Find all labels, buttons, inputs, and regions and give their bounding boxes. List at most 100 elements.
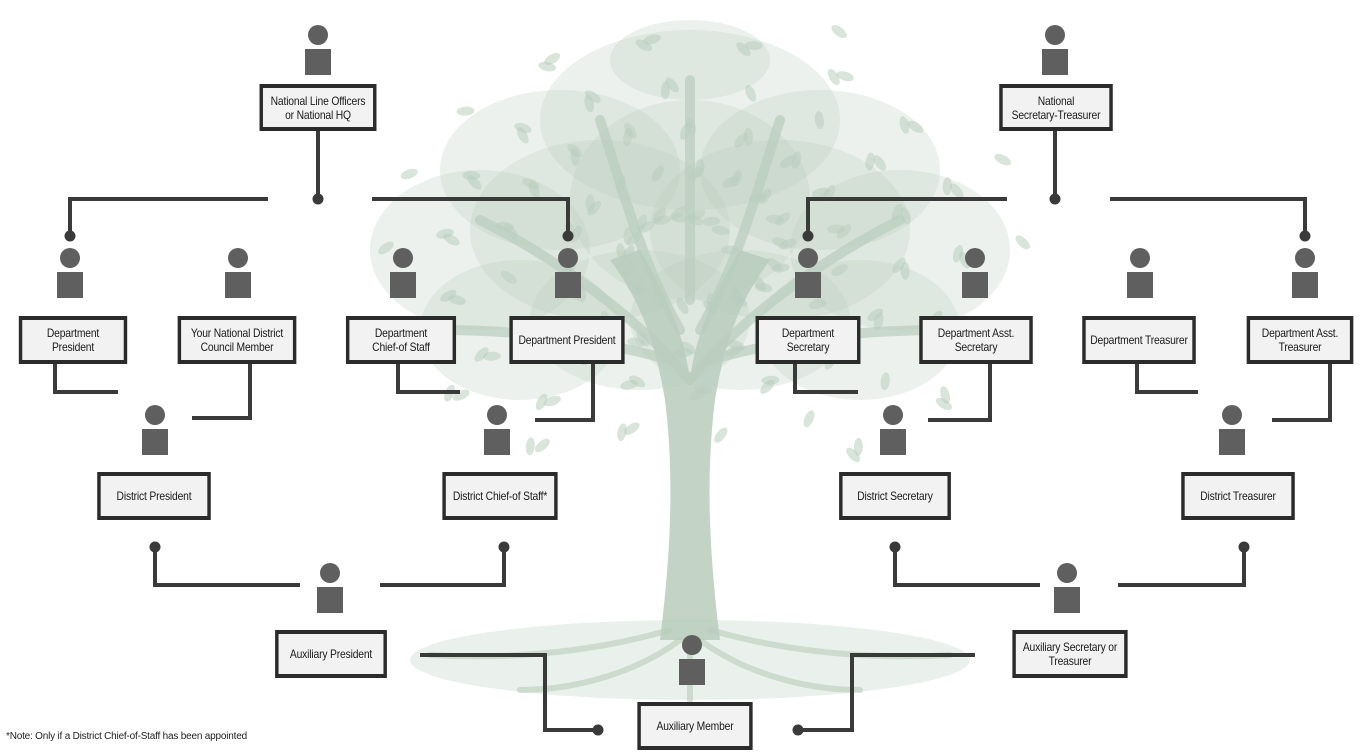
- person-icon-head-2: [60, 248, 80, 268]
- tree-leaf-65: [702, 216, 721, 226]
- tree-leaf-15: [643, 34, 661, 45]
- tree-leaf-31: [836, 71, 854, 82]
- tree-leaf-44: [743, 127, 753, 146]
- tree-leaf-74: [676, 297, 689, 314]
- tree-leaf-5: [873, 155, 887, 171]
- tree-leaf-149: [811, 187, 830, 198]
- person-icon-body-7: [962, 272, 988, 298]
- connector-line-18: [420, 653, 598, 732]
- tree-canopy-6: [650, 140, 910, 320]
- person-icon-body-5: [555, 272, 581, 298]
- box-department-president-left: Department President: [18, 316, 128, 364]
- connector-line-7: [192, 354, 252, 420]
- box-district-president: District President: [97, 472, 211, 520]
- tree-leaf-88: [456, 106, 475, 116]
- connector-line-16: [893, 547, 1040, 587]
- tree-leaf-134: [761, 375, 780, 385]
- tree-leaf-131: [766, 258, 783, 272]
- tree-leaf-133: [734, 132, 748, 148]
- tree-leaf-87: [714, 427, 728, 443]
- connector-line-17: [1118, 547, 1246, 587]
- connector-line-8: [396, 354, 460, 394]
- tree-leaf-154: [831, 25, 847, 39]
- connector-line-5: [1110, 197, 1307, 236]
- tree-leaf-112: [736, 42, 751, 57]
- person-icon-head-4: [393, 248, 413, 268]
- tree-leaf-85: [501, 271, 517, 284]
- connector-line-15: [380, 547, 506, 587]
- tree-leaf-94: [865, 152, 875, 171]
- tree-leaf-47: [949, 183, 964, 199]
- connector-dot-17: [1238, 541, 1250, 553]
- person-icon-body-14: [317, 587, 343, 613]
- person-icon: [484, 405, 510, 455]
- box-national-line-officers: National Line Officers or National HQ: [259, 84, 377, 131]
- tree-leaf-72: [378, 241, 394, 255]
- connector-dot-0: [312, 193, 324, 205]
- tree-leaf-101: [528, 181, 540, 199]
- connector-line-4: [806, 197, 1007, 236]
- tree-leaf-120: [827, 68, 840, 86]
- tree-leaf-119: [448, 295, 466, 305]
- tree-leaf-110: [892, 257, 906, 273]
- person-icon-head-12: [883, 405, 903, 425]
- tree-leaf-113: [853, 437, 863, 456]
- tree-leaf-118: [867, 308, 884, 322]
- tree-leaf-141: [779, 155, 796, 168]
- person-icon-head-8: [1130, 248, 1150, 268]
- tree-leaf-137: [534, 438, 550, 453]
- person-icon-head-9: [1295, 248, 1315, 268]
- box-department-secretary: Department Secretary: [755, 316, 861, 364]
- box-department-chief-of-staff: Department Chief-of Staff: [345, 316, 457, 364]
- connector-dot-4: [802, 230, 814, 242]
- tree-leaf-62: [584, 90, 601, 103]
- person-icon-body-13: [1219, 429, 1245, 455]
- connector-line-2: [372, 197, 570, 236]
- tree-leaf-144: [952, 245, 964, 263]
- tree-leaf-80: [400, 168, 418, 180]
- person-icon: [1292, 248, 1318, 298]
- connector-dot-14: [149, 541, 161, 553]
- box-district-secretary: District Secretary: [839, 472, 951, 520]
- person-icon-head-1: [1045, 25, 1065, 45]
- box-department-asst-treasurer: Department Asst. Treasurer: [1246, 316, 1354, 364]
- tree-leaf-22: [474, 347, 489, 362]
- person-icon-body-0: [305, 49, 331, 75]
- tree-canopy-2: [700, 90, 940, 250]
- tree-leaf-104: [635, 39, 653, 52]
- tree-leaf-6: [617, 423, 627, 442]
- tree-leaf-70: [665, 77, 679, 93]
- person-icon-body-2: [57, 272, 83, 298]
- tree-leaf-136: [942, 177, 952, 196]
- tree-branch-2: [595, 115, 685, 335]
- box-auxiliary-member: Auxiliary Member: [637, 702, 753, 750]
- tree-leaf-48: [525, 437, 535, 456]
- tree-leaf-127: [443, 233, 460, 246]
- person-icon: [880, 405, 906, 455]
- person-icon-body-16: [679, 659, 705, 685]
- connector-dot-2: [562, 230, 574, 242]
- person-icon-head-0: [308, 25, 328, 45]
- tree-root-2: [517, 637, 683, 693]
- tree-leaf-16: [935, 397, 952, 411]
- box-department-treasurer: Department Treasurer: [1082, 316, 1196, 364]
- connector-lines: [49, 131, 1336, 736]
- tree-leaf-7: [544, 52, 561, 66]
- tree-leaf-14: [535, 393, 548, 411]
- person-icon-body-3: [225, 272, 251, 298]
- person-icon-head-7: [965, 248, 985, 268]
- person-icon-body-6: [795, 272, 821, 298]
- person-icon-body-9: [1292, 272, 1318, 298]
- box-auxiliary-president: Auxiliary President: [275, 630, 387, 678]
- tree-leaf-138: [669, 213, 688, 223]
- connector-dot-19: [792, 724, 804, 736]
- box-national-district-council-member: Your National District Council Member: [177, 316, 297, 364]
- person-icon: [679, 635, 705, 685]
- tree-leaf-30: [440, 289, 457, 302]
- tree-branch-3: [695, 115, 785, 335]
- tree-leaf-86: [814, 111, 825, 130]
- person-icon: [1054, 563, 1080, 613]
- person-icon: [1042, 25, 1068, 75]
- tree-canopy-1: [440, 90, 680, 250]
